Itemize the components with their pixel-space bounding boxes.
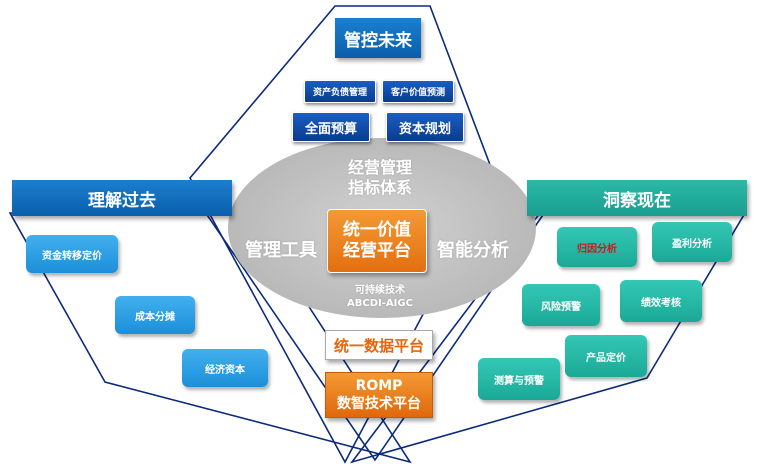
cost-allocation-label: 成本分摊: [135, 311, 175, 323]
attribution-analysis-label: 归因分析: [577, 243, 617, 255]
risk-warning-label: 风险预警: [541, 301, 581, 313]
romp-platform[interactable]: ROMP 数智技术平台: [325, 372, 433, 418]
unified-value-platform[interactable]: 统一价值 经营平台: [327, 209, 427, 273]
tech-line-2: ABCDI-AIGC: [347, 298, 413, 309]
top-header[interactable]: 管控未来: [335, 18, 421, 58]
customer-value-button[interactable]: 客户价值预测: [382, 80, 454, 103]
ftp-label: 资金转移定价: [42, 250, 102, 262]
asset-liability-label: 资产负债管理: [312, 88, 367, 98]
left-header[interactable]: 理解过去: [12, 180, 232, 216]
outer-boundary: [189, 5, 496, 464]
core-line-2: 经营平台: [343, 241, 411, 261]
calc-warning-box[interactable]: 测算与预警: [478, 358, 560, 400]
full-budget-label: 全面预算: [304, 121, 357, 137]
performance-box[interactable]: 绩效考核: [620, 280, 702, 322]
indicator-line-1: 经营管理: [347, 158, 412, 177]
capital-planning-button[interactable]: 资本规划: [386, 112, 464, 142]
top-header-label: 管控未来: [344, 30, 412, 51]
smart-analysis-label: 智能分析: [437, 240, 509, 261]
full-budget-button[interactable]: 全面预算: [292, 112, 370, 142]
risk-warning-box[interactable]: 风险预警: [522, 284, 600, 326]
romp-line-2: 数智技术平台: [337, 396, 421, 412]
data-platform-label: 统一数据平台: [333, 336, 424, 355]
economic-capital-label: 经济资本: [205, 364, 245, 376]
management-tools-label: 管理工具: [245, 240, 317, 261]
left-header-label: 理解过去: [88, 190, 156, 211]
unified-data-platform[interactable]: 统一数据平台: [325, 330, 433, 360]
right-header-label: 洞察现在: [603, 190, 671, 211]
economic-capital-box[interactable]: 经济资本: [182, 349, 268, 387]
cost-allocation-box[interactable]: 成本分摊: [115, 296, 195, 334]
ftp-box[interactable]: 资金转移定价: [26, 235, 118, 273]
core-line-1: 统一价值: [343, 220, 411, 240]
profit-analysis-label: 盈利分析: [672, 238, 712, 250]
attribution-analysis-box[interactable]: 归因分析: [557, 227, 637, 267]
product-pricing-box[interactable]: 产品定价: [565, 335, 647, 377]
profit-analysis-box[interactable]: 盈利分析: [652, 222, 732, 262]
customer-value-label: 客户价值预测: [390, 88, 445, 98]
indicator-line-2: 指标体系: [347, 178, 412, 197]
asset-liability-button[interactable]: 资产负债管理: [304, 80, 376, 103]
romp-line-1: ROMP: [355, 378, 403, 394]
product-pricing-label: 产品定价: [586, 352, 626, 364]
tech-label: 可持续技术 ABCDI-AIGC: [320, 284, 440, 310]
performance-label: 绩效考核: [641, 297, 681, 309]
right-header[interactable]: 洞察现在: [527, 180, 747, 216]
indicator-system-label: 经营管理 指标体系: [320, 158, 440, 198]
calc-warning-label: 测算与预警: [494, 375, 544, 387]
capital-planning-label: 资本规划: [398, 121, 451, 137]
tech-line-1: 可持续技术: [355, 285, 405, 296]
